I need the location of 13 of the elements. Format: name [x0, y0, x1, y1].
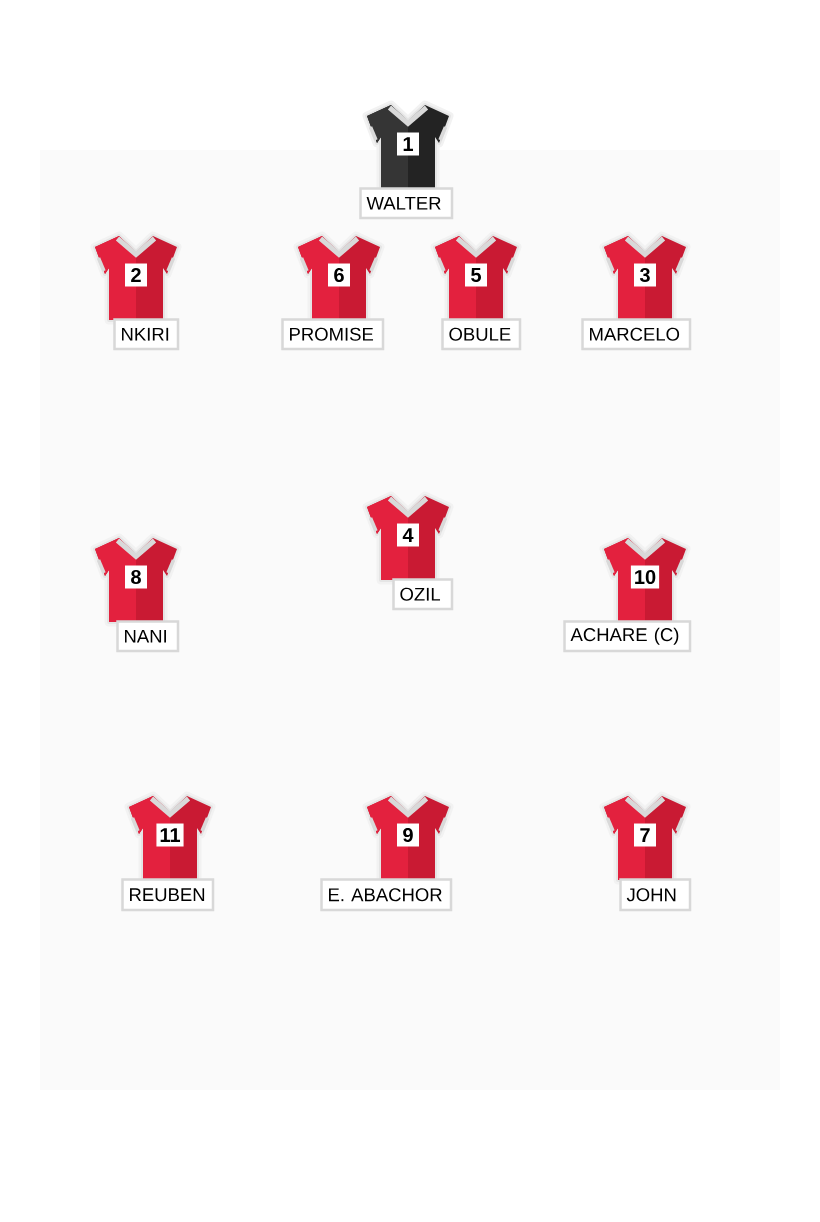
- name-label: E. ABACHOR: [320, 878, 453, 912]
- name-label: NANI: [116, 620, 180, 653]
- name-label: OZIL: [392, 578, 454, 611]
- jersey: 8: [90, 533, 182, 627]
- name-label: WALTER: [359, 187, 454, 220]
- jersey: 4: [362, 491, 454, 585]
- name-label: NKIRI: [113, 318, 180, 351]
- name-label: MARCELO: [581, 318, 692, 351]
- name-label: REUBEN: [121, 878, 215, 912]
- name-label: PROMISE: [281, 318, 385, 351]
- name-label: OBULE: [441, 318, 522, 351]
- name-label: ACHARE (C): [563, 620, 692, 653]
- name-label: JOHN: [619, 878, 692, 912]
